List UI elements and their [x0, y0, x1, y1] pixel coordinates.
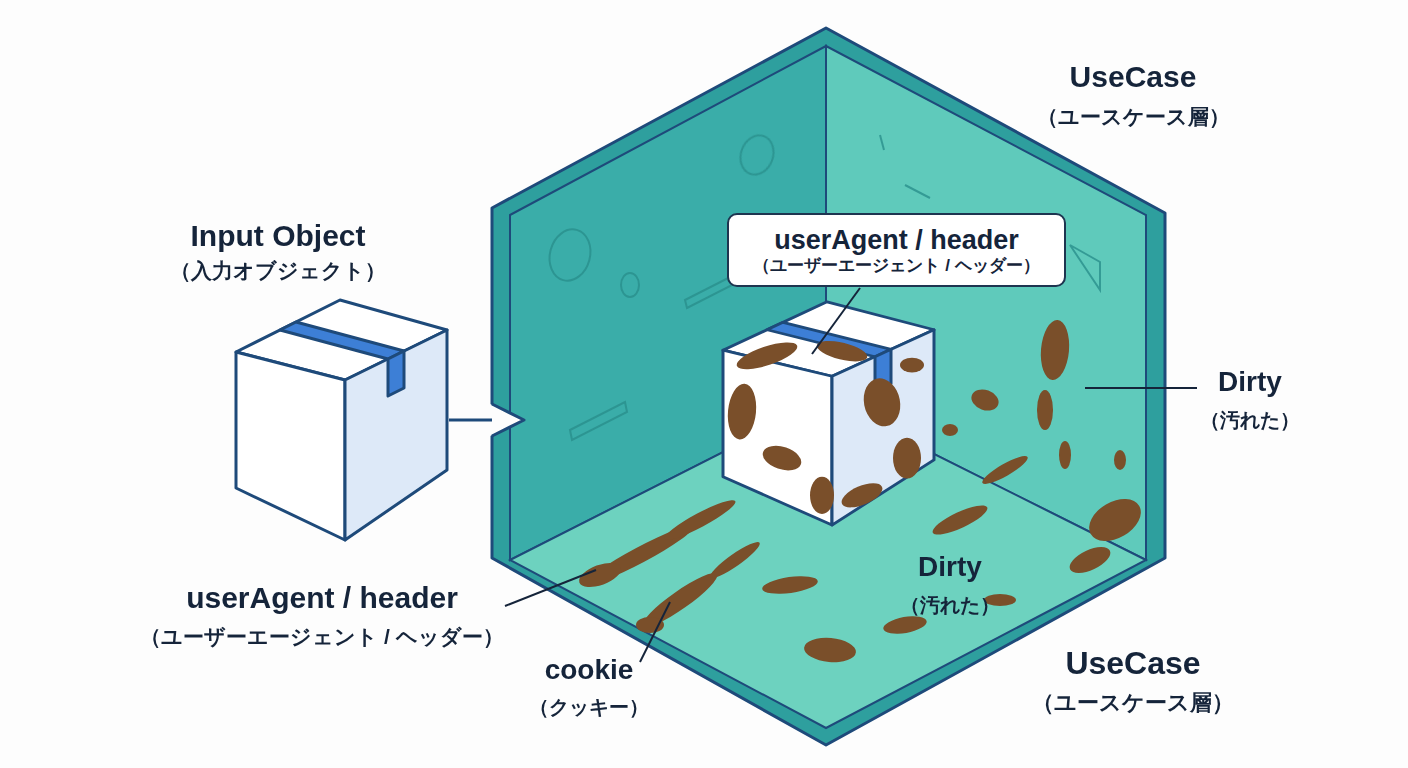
- room-outline: [492, 28, 1165, 745]
- mud-splash: [636, 617, 664, 633]
- mud-splash: [707, 538, 763, 582]
- mud-splash: [1059, 441, 1071, 469]
- cube: [723, 302, 934, 525]
- cookie-label: cookie: [545, 654, 634, 686]
- cube-tape-tab: [388, 351, 404, 396]
- room-frame: [492, 28, 1165, 745]
- layer-title: UseCase: [1065, 645, 1200, 682]
- connector-line: [449, 419, 492, 422]
- shape-part: [621, 273, 639, 297]
- mud-splash: [761, 573, 819, 597]
- mud-splash: [1038, 319, 1071, 381]
- mud-splash: [860, 376, 904, 429]
- shape-part: [880, 135, 884, 150]
- mud-splash: [929, 500, 990, 540]
- mud-splash: [810, 477, 834, 514]
- mud-splash: [968, 386, 1001, 414]
- field-sublabel: （ユーザーエージェント / ヘッダー）: [140, 625, 504, 649]
- shape-part: [905, 185, 930, 198]
- dirty-sublabel: （汚れた）: [900, 594, 1000, 617]
- mud-splash: [1082, 490, 1148, 549]
- dirty-label: Dirty: [1218, 366, 1282, 398]
- mud-splash: [725, 383, 758, 441]
- mud-splash: [838, 478, 886, 512]
- input-object-cube: Input Object（入力オブジェクト）: [235, 298, 449, 542]
- cube-tape: [280, 322, 404, 359]
- layer-title: UseCase: [1070, 60, 1197, 95]
- dirty-cube: [723, 302, 934, 525]
- mud-splash: [734, 337, 801, 375]
- shape-part: [544, 225, 596, 286]
- dirty-sublabel: （汚れた）: [1200, 409, 1300, 432]
- cube-left: [236, 352, 345, 540]
- entry-notch: [490, 404, 524, 436]
- mud-splash: [803, 636, 857, 664]
- cube: [236, 300, 447, 540]
- mud-splash: [882, 613, 928, 636]
- layer-subtitle: （ユースケース層）: [1032, 690, 1234, 715]
- mud-splash: [979, 452, 1030, 488]
- callout-subtitle: （ユーザーエージェント / ヘッダー）: [753, 256, 1039, 276]
- mud-splash: [661, 495, 738, 545]
- mud-splash: [759, 441, 805, 475]
- dirty-label: Dirty: [918, 551, 982, 583]
- shape-part: [570, 402, 627, 440]
- mud-splash: [1114, 450, 1126, 470]
- callout-title: userAgent / header: [774, 224, 1019, 256]
- mud-splash: [984, 594, 1016, 606]
- usecase-room: UseCase（ユースケース層）userAgent / header（ユーザーエ…: [492, 28, 1165, 745]
- node-title: Input Object: [191, 219, 366, 254]
- cube-outline: [235, 298, 449, 542]
- shape-part: [1070, 245, 1100, 290]
- mud-floor: [576, 319, 1148, 664]
- shape-part: [735, 131, 779, 180]
- cookie-sublabel: （クッキー）: [529, 696, 649, 719]
- layer-subtitle: （ユースケース層）: [1037, 105, 1230, 129]
- callout-box: userAgent / header（ユーザーエージェント / ヘッダー）: [727, 213, 1066, 287]
- mud-splash: [576, 558, 624, 592]
- mud-splash: [1066, 542, 1114, 579]
- mud-splash: [1037, 390, 1053, 430]
- cube-top: [723, 302, 934, 376]
- mud-splash: [900, 358, 924, 373]
- cube-right: [345, 330, 447, 540]
- node-subtitle: （入力オブジェクト）: [170, 259, 386, 283]
- mud-splash: [893, 438, 921, 479]
- mud-splash: [815, 337, 870, 366]
- field-label: userAgent / header: [186, 581, 458, 616]
- mud-splash: [942, 424, 958, 436]
- entry-notch-edge: [492, 404, 524, 436]
